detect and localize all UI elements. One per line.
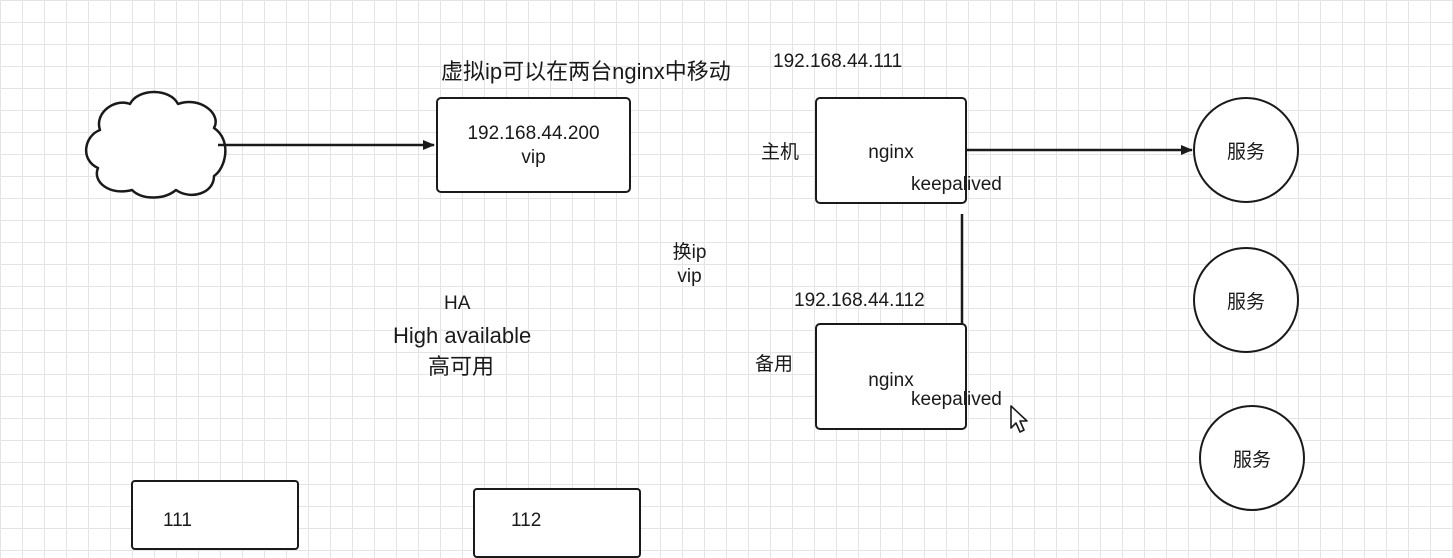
- server-box-111[interactable]: 111: [131, 480, 299, 550]
- service-node-1-label: 服务: [1226, 141, 1265, 163]
- ha-full-label: High available: [393, 323, 532, 348]
- switch-ip-line2: vip: [677, 265, 702, 287]
- master-role-label: 主机: [761, 142, 800, 163]
- vip-box[interactable]: 192.168.44.200 vip: [436, 97, 631, 193]
- backup-nginx-box[interactable]: nginx: [815, 323, 967, 430]
- server-box-112-label: 112: [511, 510, 542, 531]
- service-node-3[interactable]: 服务: [1199, 405, 1305, 511]
- switch-ip-line1: 换ip: [672, 242, 707, 263]
- server-box-112[interactable]: 112: [473, 488, 641, 558]
- backup-ip-label: 192.168.44.112: [794, 290, 925, 311]
- switch-ip-note: 换ip vip: [662, 242, 717, 288]
- master-ip-label: 192.168.44.111: [773, 51, 903, 72]
- ha-abbr-label: HA: [444, 293, 471, 314]
- master-nginx-label: nginx: [868, 142, 914, 163]
- vip-move-note: 虚拟ip可以在两台nginx中移动: [441, 59, 731, 84]
- service-node-2[interactable]: 服务: [1193, 247, 1299, 353]
- master-nginx-box[interactable]: nginx: [815, 97, 967, 204]
- service-node-1[interactable]: 服务: [1193, 97, 1299, 203]
- master-keepalived-label: keepalived: [911, 174, 1002, 195]
- vip-name-label: vip: [521, 147, 546, 168]
- ha-chinese-label: 高可用: [428, 354, 495, 379]
- server-box-111-label: 111: [163, 510, 192, 531]
- mouse-pointer-icon: [1010, 405, 1028, 433]
- service-node-3-label: 服务: [1232, 449, 1271, 471]
- backup-role-label: 备用: [755, 354, 794, 375]
- backup-nginx-label: nginx: [868, 370, 914, 391]
- backup-keepalived-label: keepalived: [911, 389, 1002, 410]
- service-node-2-label: 服务: [1226, 291, 1265, 313]
- vip-ip-label: 192.168.44.200: [467, 123, 600, 144]
- cloud-icon[interactable]: [85, 90, 227, 199]
- diagram-canvas: [85, 90, 1193, 199]
